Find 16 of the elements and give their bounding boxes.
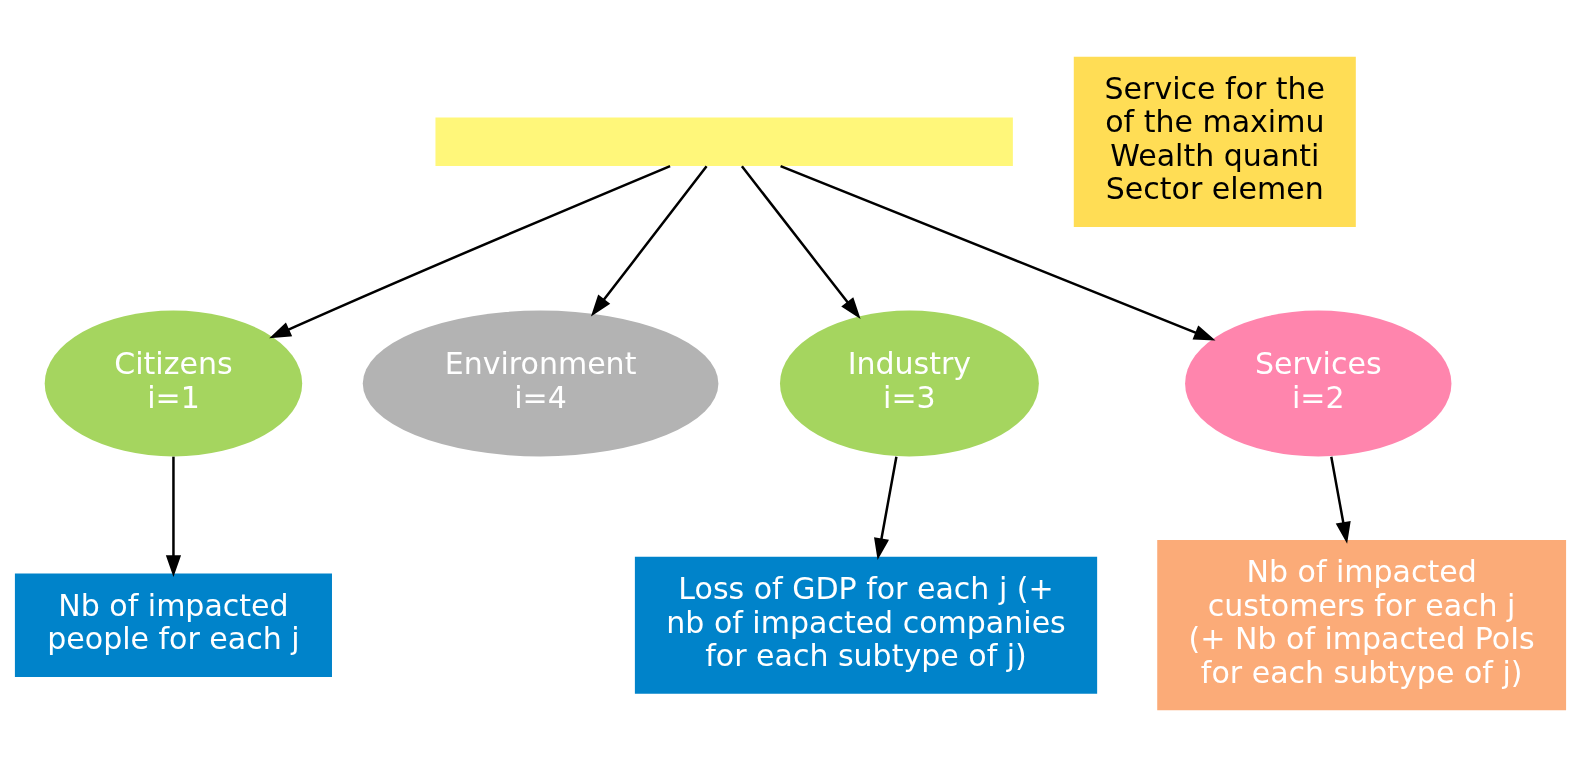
node-ellipse: Citizens i=1 bbox=[44, 310, 303, 457]
node-ellipse: Industry i=3 bbox=[779, 310, 1039, 457]
arrow bbox=[165, 456, 182, 578]
node-box: Nb of impacted customers for each j (+ Nb of impacted PoIs for each subtype of j) bbox=[1157, 540, 1567, 711]
node-ellipse: Services i=2 bbox=[1185, 310, 1452, 457]
node-box: Loss of GDP for each j (+ nb of impacted companies for each subtype of j) bbox=[634, 556, 1098, 694]
arrow bbox=[590, 165, 708, 317]
node-box: Nb of impacted people for each j bbox=[14, 573, 332, 677]
node-box bbox=[435, 117, 1013, 166]
node-ellipse: Environment i=4 bbox=[362, 310, 719, 457]
arrow bbox=[1330, 456, 1351, 544]
arrow bbox=[269, 164, 671, 339]
arrow bbox=[874, 456, 898, 560]
arrow bbox=[780, 164, 1216, 341]
node-box: Service for the of the maximu Wealth quanti Sector elemen bbox=[1073, 56, 1356, 227]
arrow bbox=[740, 165, 861, 319]
